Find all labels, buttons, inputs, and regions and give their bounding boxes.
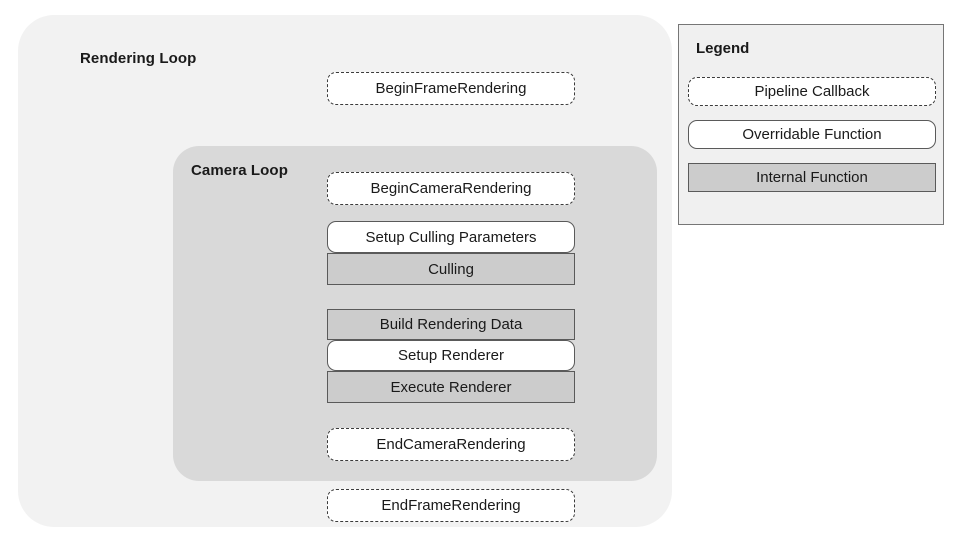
node-setup-culling-parameters[interactable]: Setup Culling Parameters bbox=[327, 221, 575, 253]
camera-loop-title: Camera Loop bbox=[191, 162, 288, 179]
node-culling[interactable]: Culling bbox=[327, 253, 575, 285]
legend-panel: Legend Pipeline Callback Overridable Fun… bbox=[678, 24, 944, 225]
node-end-camera-rendering[interactable]: EndCameraRendering bbox=[327, 428, 575, 461]
legend-title: Legend bbox=[696, 40, 750, 57]
node-setup-renderer[interactable]: Setup Renderer bbox=[327, 340, 575, 371]
node-build-rendering-data[interactable]: Build Rendering Data bbox=[327, 309, 575, 340]
node-begin-camera-rendering[interactable]: BeginCameraRendering bbox=[327, 172, 575, 205]
node-execute-renderer[interactable]: Execute Renderer bbox=[327, 371, 575, 403]
legend-item-internal-function[interactable]: Internal Function bbox=[688, 163, 936, 192]
legend-item-overridable-function[interactable]: Overridable Function bbox=[688, 120, 936, 149]
legend-item-pipeline-callback[interactable]: Pipeline Callback bbox=[688, 77, 936, 106]
node-begin-frame-rendering[interactable]: BeginFrameRendering bbox=[327, 72, 575, 105]
rendering-loop-title: Rendering Loop bbox=[80, 50, 197, 67]
node-end-frame-rendering[interactable]: EndFrameRendering bbox=[327, 489, 575, 522]
